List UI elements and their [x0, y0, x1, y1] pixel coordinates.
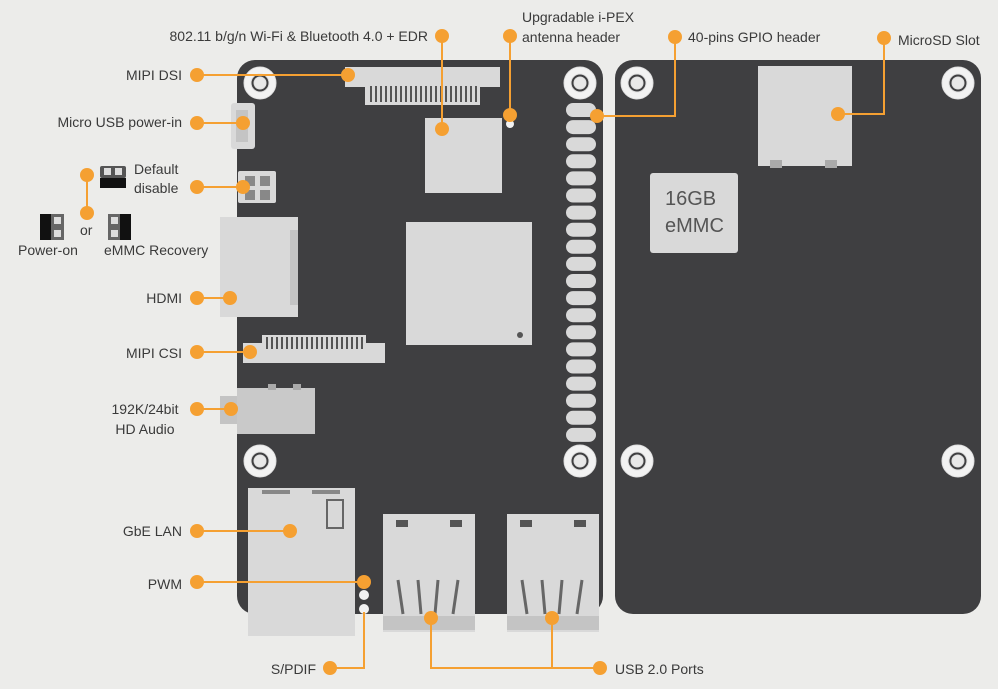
- label-spdif: S/PDIF: [270, 661, 316, 677]
- callout-dot: [236, 180, 250, 194]
- callout-dot: [190, 524, 204, 538]
- callout-dot: [190, 291, 204, 305]
- callout-dot: [435, 29, 449, 43]
- callout-dot: [190, 345, 204, 359]
- jumper-default-icon: [100, 166, 126, 188]
- callout-dot: [877, 31, 891, 45]
- callout-dot: [424, 611, 438, 625]
- emmc-chip-line2: eMMC: [665, 215, 724, 237]
- audio-jack: [220, 384, 315, 434]
- gbe-lan-port: [248, 488, 355, 636]
- mounting-holes: [243, 66, 975, 478]
- callout-dot: [283, 524, 297, 538]
- callout-dot: [357, 575, 371, 589]
- callout-dot: [668, 30, 682, 44]
- callout-dot: [831, 107, 845, 121]
- jumper-pins: [238, 171, 276, 203]
- label-ipex-line1: Upgradable i-PEX: [522, 9, 635, 25]
- callout-dot: [190, 575, 204, 589]
- label-audio-line1: 192K/24bit: [111, 401, 179, 417]
- callout-dot: [341, 68, 355, 82]
- label-emmc-recovery: eMMC Recovery: [104, 242, 209, 258]
- label-ipex-line2: antenna header: [522, 29, 621, 45]
- callout-dot: [190, 68, 204, 82]
- callout-dot: [190, 116, 204, 130]
- label-mipi-csi: MIPI CSI: [125, 345, 182, 361]
- callout-dot: [236, 116, 250, 130]
- label-microsd: MicroSD Slot: [898, 32, 980, 48]
- label-micro-usb: Micro USB power-in: [57, 114, 182, 130]
- label-default-line2: disable: [134, 180, 179, 196]
- jumper-emmc-recovery-icon: [108, 214, 131, 240]
- callout-dot: [323, 661, 337, 675]
- label-gpio: 40-pins GPIO header: [688, 29, 821, 45]
- callout-dot: [503, 29, 517, 43]
- mipi-csi-connector: [243, 335, 385, 363]
- label-usb2: USB 2.0 Ports: [615, 661, 704, 677]
- label-hdmi: HDMI: [146, 290, 182, 306]
- emmc-chip: [650, 173, 738, 253]
- callout-dot: [590, 109, 604, 123]
- callout-dot: [593, 661, 607, 675]
- callout-dot: [435, 122, 449, 136]
- mipi-dsi-connector: [345, 67, 500, 105]
- callout-dot: [80, 206, 94, 220]
- label-gbe-lan: GbE LAN: [122, 523, 182, 539]
- spdif-pin: [359, 604, 369, 614]
- callout-dot: [190, 402, 204, 416]
- callout-dot: [243, 345, 257, 359]
- gpio-header: [566, 103, 596, 442]
- callout-lines: [86, 36, 885, 669]
- label-pwm: PWM: [147, 576, 182, 592]
- label-mipi-dsi: MIPI DSI: [125, 67, 182, 83]
- soc-chip: [406, 222, 532, 345]
- callout-dot: [224, 402, 238, 416]
- label-or: or: [80, 222, 93, 238]
- callout-dot: [190, 180, 204, 194]
- jumper-power-on-icon: [40, 214, 64, 240]
- ipex-connector: [506, 120, 514, 128]
- callout-dot: [223, 291, 237, 305]
- emmc-chip-line1: 16GB: [665, 188, 717, 210]
- label-default-line1: Default: [134, 161, 179, 177]
- callout-dot: [545, 611, 559, 625]
- callout-dot: [503, 108, 517, 122]
- callout-dots: [80, 29, 891, 675]
- label-audio-line2: HD Audio: [115, 421, 175, 437]
- label-power-on: Power-on: [18, 242, 78, 258]
- label-wifi-bt: 802.11 b/g/n Wi-Fi & Bluetooth 4.0 + EDR: [169, 28, 429, 44]
- callout-dot: [80, 168, 94, 182]
